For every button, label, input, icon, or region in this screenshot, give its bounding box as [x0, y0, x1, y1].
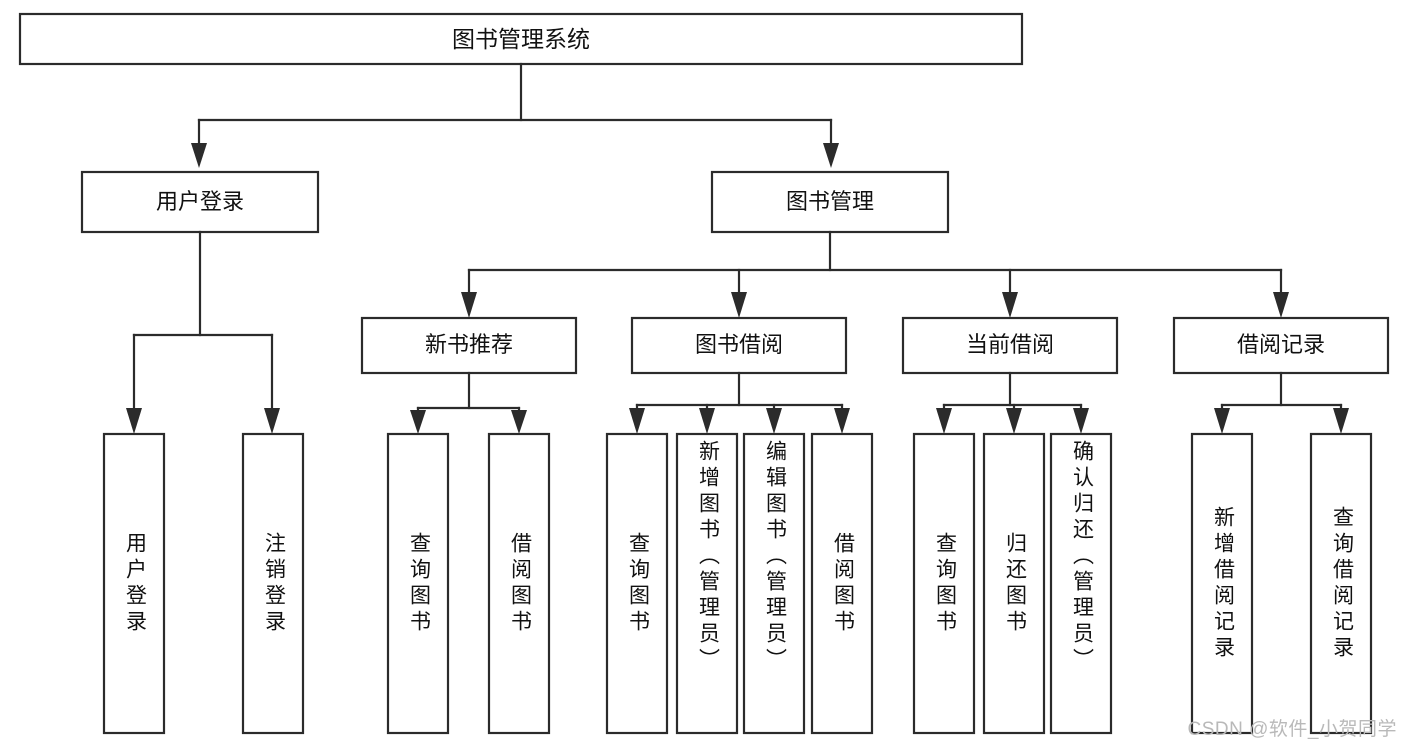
leaf-box-nbr-1[interactable] — [386, 432, 450, 735]
arrow-br-leaf-2 — [1333, 408, 1349, 434]
arrow-root-to-book-manage — [823, 143, 839, 168]
node-new-book-recommend[interactable]: 新书推荐 — [360, 316, 578, 375]
leaf-box-br-2[interactable] — [1309, 432, 1373, 735]
arrow-to-book-borrow — [731, 292, 747, 318]
leaf-box-cb-1[interactable] — [912, 432, 976, 735]
arrow-nbr-leaf-1 — [410, 410, 426, 434]
arrow-to-new-book-recommend — [461, 292, 477, 318]
arrow-cb-leaf-2 — [1006, 408, 1022, 434]
arrow-to-borrow-record — [1273, 292, 1289, 318]
arrow-user-login-leaf-2 — [264, 408, 280, 434]
leaf-box-bb-4[interactable] — [810, 432, 874, 735]
book-borrow-box[interactable] — [630, 316, 848, 375]
arrow-cb-leaf-1 — [936, 408, 952, 434]
arrow-user-login-leaf-1 — [126, 408, 142, 434]
leaf-box-nbr-2[interactable] — [487, 432, 551, 735]
book-borrow-label: 图书借阅 — [695, 332, 783, 357]
borrow-record-label: 借阅记录 — [1237, 332, 1325, 357]
leaf-box-bb-3[interactable] — [742, 432, 806, 735]
new-book-recommend-label: 新书推荐 — [425, 332, 513, 357]
arrow-bb-leaf-2 — [699, 408, 715, 434]
leaf-box-bb-2[interactable] — [675, 432, 739, 735]
leaf-box-br-1[interactable] — [1190, 432, 1254, 735]
arrow-bb-leaf-4 — [834, 408, 850, 434]
leaf-box-user-login-1[interactable] — [102, 432, 166, 735]
user-login-label: 用户登录 — [156, 189, 244, 214]
leaf-box-bb-1[interactable] — [605, 432, 669, 735]
watermark-text: CSDN @软件_小贺同学 — [1187, 719, 1397, 740]
node-root[interactable]: 图书管理系统 — [18, 12, 1024, 66]
arrow-nbr-leaf-2 — [511, 410, 527, 434]
arrow-bb-leaf-1 — [629, 408, 645, 434]
arrow-to-current-borrow — [1002, 292, 1018, 318]
node-book-borrow[interactable]: 图书借阅 — [630, 316, 848, 375]
node-borrow-record[interactable]: 借阅记录 — [1172, 316, 1390, 375]
current-borrow-box[interactable] — [901, 316, 1119, 375]
arrow-bb-leaf-3 — [766, 408, 782, 434]
leaf-box-cb-2[interactable] — [982, 432, 1046, 735]
current-borrow-label: 当前借阅 — [966, 332, 1054, 357]
arrow-br-leaf-1 — [1214, 408, 1230, 434]
leaf-box-cb-3[interactable] — [1049, 432, 1113, 735]
arrow-cb-leaf-3 — [1073, 408, 1089, 434]
book-manage-box[interactable] — [710, 170, 950, 234]
new-book-recommend-box[interactable] — [360, 316, 578, 375]
leaf-box-user-login-2[interactable] — [241, 432, 305, 735]
borrow-record-box[interactable] — [1172, 316, 1390, 375]
node-user-login[interactable]: 用户登录 — [80, 170, 320, 234]
root-box[interactable] — [18, 12, 1024, 66]
arrow-root-to-user-login — [191, 143, 207, 168]
node-book-manage[interactable]: 图书管理 — [710, 170, 950, 234]
book-manage-label: 图书管理 — [786, 189, 874, 214]
root-label: 图书管理系统 — [452, 26, 590, 52]
node-current-borrow[interactable]: 当前借阅 — [901, 316, 1119, 375]
